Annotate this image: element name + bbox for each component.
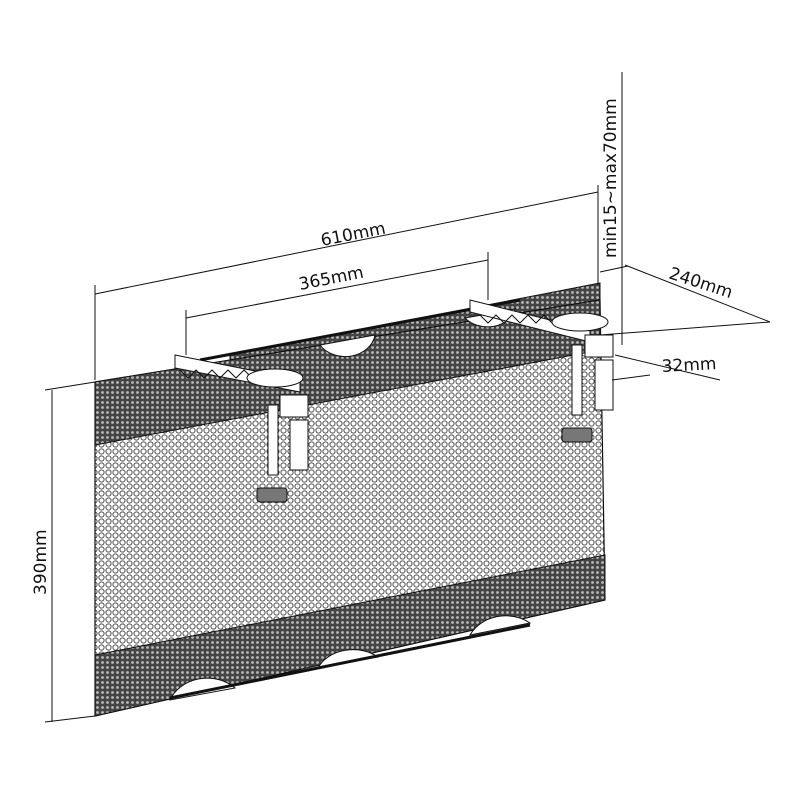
dimension-depth: 240mm: [666, 264, 735, 303]
mesh-panel: [94, 298, 606, 717]
dimension-lines: [44, 72, 771, 723]
left-clamp: [174, 354, 309, 503]
right-clamp: [469, 299, 614, 443]
dimension-clamp-range: min15~max70mm: [601, 98, 621, 258]
dimension-clamp-width: 32mm: [661, 354, 717, 377]
dimension-total-width: 610mm: [319, 219, 387, 251]
dimension-height: 390mm: [31, 529, 51, 595]
